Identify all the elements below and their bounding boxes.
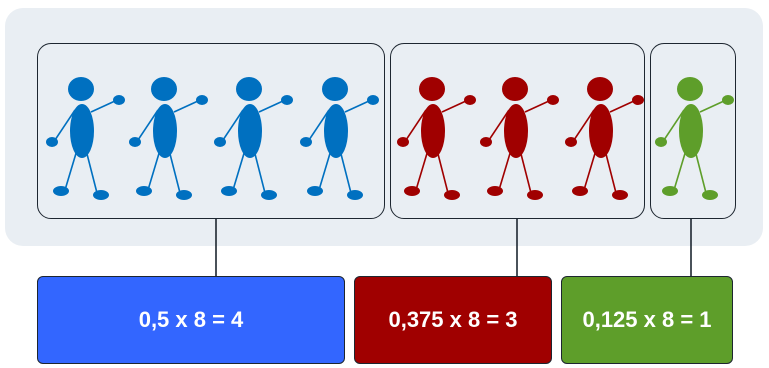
equation-red: 0,375 x 8 = 3 bbox=[388, 307, 518, 332]
group-box-green bbox=[650, 43, 736, 219]
group-box-blue bbox=[37, 43, 385, 219]
people-figures bbox=[46, 77, 734, 200]
person-figure-red-3 bbox=[565, 77, 644, 200]
person-figure-blue-3 bbox=[214, 77, 293, 200]
connector-lines bbox=[215, 218, 692, 276]
person-figure-blue-2 bbox=[129, 77, 208, 200]
equation-green: 0,125 x 8 = 1 bbox=[582, 307, 712, 332]
equation-blue: 0,5 x 8 = 4 bbox=[138, 307, 244, 332]
person-figure-blue-4 bbox=[300, 77, 379, 200]
person-figure-blue-1 bbox=[46, 77, 125, 200]
result-box-blue: 0,5 x 8 = 4 bbox=[37, 276, 345, 364]
result-box-green: 0,125 x 8 = 1 bbox=[561, 276, 733, 364]
person-figure-red-2 bbox=[480, 77, 559, 200]
person-figure-green-1 bbox=[655, 77, 734, 200]
result-box-red: 0,375 x 8 = 3 bbox=[354, 276, 552, 364]
person-figure-red-1 bbox=[397, 77, 476, 200]
